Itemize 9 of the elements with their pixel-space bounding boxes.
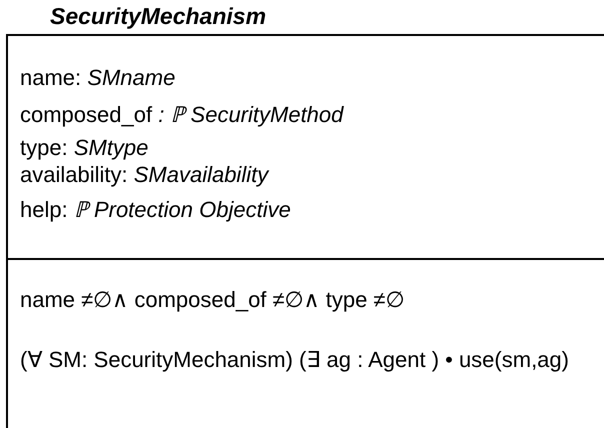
declaration-text: availability: SMavailability [20,165,268,185]
declaration-text: composed_of : ℙ SecurityMethod [20,105,344,125]
predicate-text: name ≠∅∧ composed_of ≠∅∧ type ≠∅ [20,290,404,310]
declaration-text: name: SMname [20,68,176,88]
predicate-section [6,258,604,428]
predicate-text: (∀ SM: SecurityMechanism) (∃ ag : Agent ) • use(sm,ag) [20,346,570,374]
declaration-text: help: ℙ Protection Objective [20,200,291,220]
declaration-section [6,34,604,260]
declaration-text: type: SMtype [20,138,148,158]
